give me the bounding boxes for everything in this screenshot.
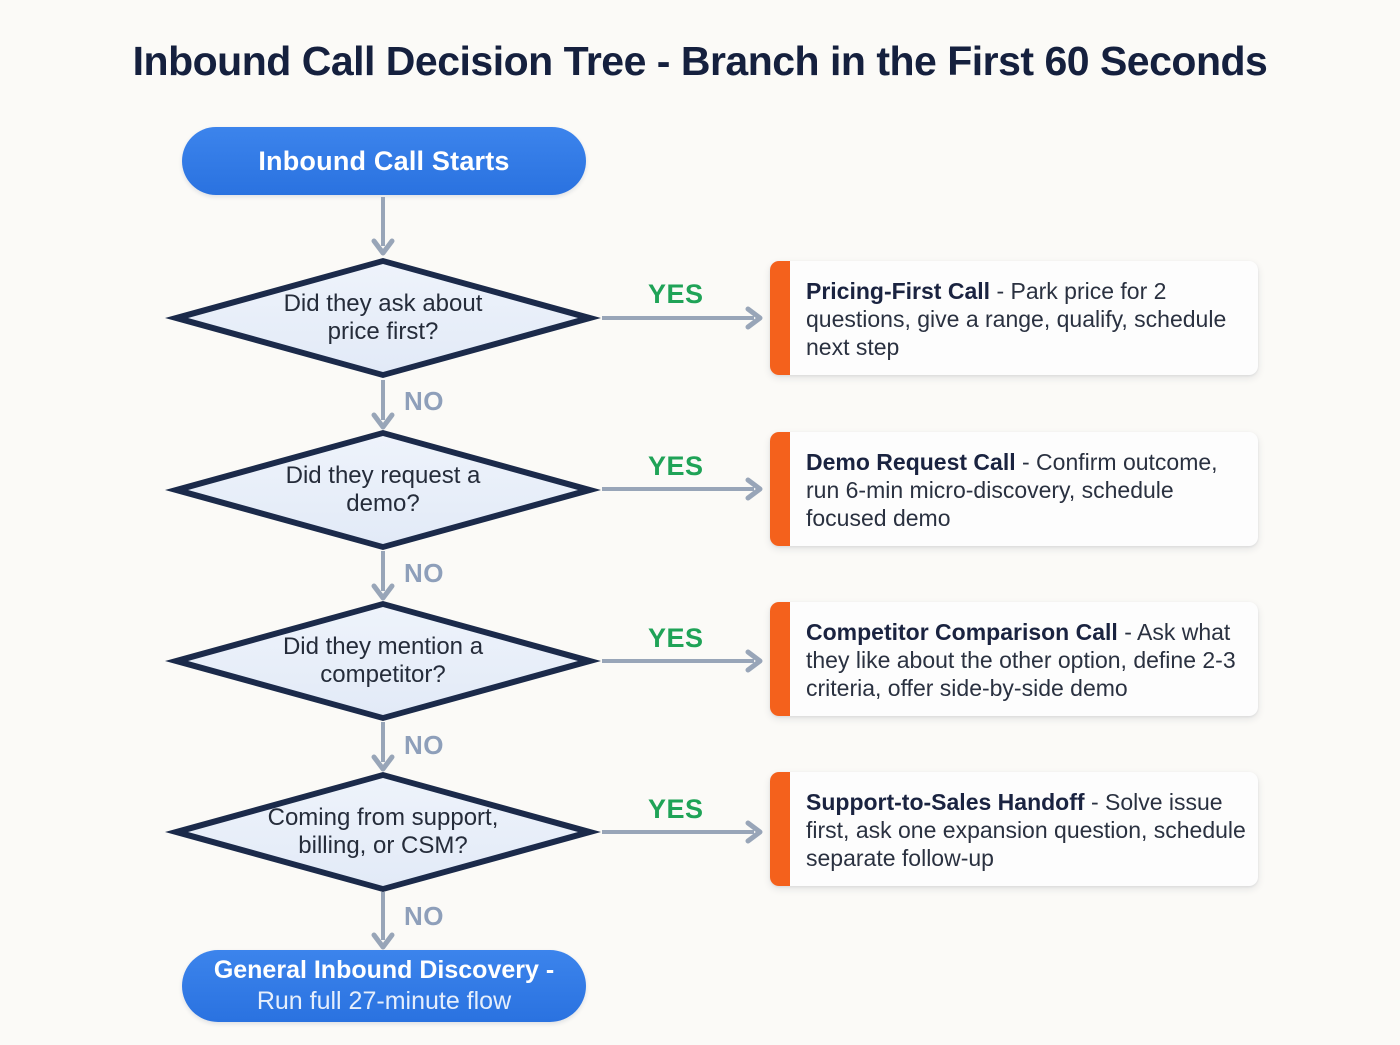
outcome-title: Competitor Comparison Call bbox=[806, 619, 1118, 645]
card-accent-bar bbox=[770, 772, 790, 886]
no-label-2: NO bbox=[404, 558, 444, 588]
outcome-card-support: Support-to-Sales Handoff - Solve issue f… bbox=[770, 772, 1258, 886]
decision-diamond-competitor: Did they mention a competitor? bbox=[165, 601, 601, 721]
no-label-4: NO bbox=[404, 901, 444, 931]
arrow-yes-q3-to-card3 bbox=[602, 649, 763, 673]
no-label-1: NO bbox=[404, 386, 444, 416]
card-text: Support-to-Sales Handoff - Solve issue f… bbox=[790, 772, 1258, 886]
outcome-title: Demo Request Call bbox=[806, 449, 1016, 475]
arrow-yes-q2-to-card2 bbox=[602, 477, 763, 501]
outcome-card-pricing: Pricing-First Call - Park price for 2 qu… bbox=[770, 261, 1258, 375]
arrow-no-q1-to-q2 bbox=[371, 380, 395, 430]
decision-question-text: Coming from support, billing, or CSM? bbox=[267, 804, 499, 859]
outcome-description: - Solve issue first, ask one expansion q… bbox=[806, 789, 1246, 871]
arrow-start-to-q1 bbox=[371, 197, 395, 256]
arrow-yes-q1-to-card1 bbox=[602, 306, 763, 330]
end-node-label-line2: Run full 27-minute flow bbox=[256, 987, 512, 1015]
card-accent-bar bbox=[770, 602, 790, 716]
outcome-description: - Park price for 2 questions, give a ran… bbox=[806, 278, 1227, 360]
arrow-no-q4-to-end bbox=[371, 892, 395, 950]
start-node: Inbound Call Starts bbox=[182, 127, 586, 195]
outcome-title: Pricing-First Call bbox=[806, 278, 991, 304]
outcome-card-competitor: Competitor Comparison Call - Ask what th… bbox=[770, 602, 1258, 716]
start-node-label: Inbound Call Starts bbox=[258, 145, 510, 176]
outcome-card-demo: Demo Request Call - Confirm outcome, run… bbox=[770, 432, 1258, 546]
card-text: Competitor Comparison Call - Ask what th… bbox=[790, 602, 1258, 716]
outcome-title: Support-to-Sales Handoff bbox=[806, 789, 1085, 815]
decision-question-text: Did they request a demo? bbox=[285, 462, 481, 517]
decision-question: Did they ask about price first? bbox=[165, 258, 601, 378]
end-node: General Inbound Discovery - Run full 27-… bbox=[182, 950, 586, 1022]
no-label-3: NO bbox=[404, 730, 444, 760]
arrow-no-q2-to-q3 bbox=[371, 551, 395, 601]
decision-diamond-demo: Did they request a demo? bbox=[165, 430, 601, 550]
page-title: Inbound Call Decision Tree - Branch in t… bbox=[132, 38, 1268, 84]
decision-question: Coming from support, billing, or CSM? bbox=[165, 772, 601, 892]
decision-diamond-price: Did they ask about price first? bbox=[165, 258, 601, 378]
yes-label-2: YES bbox=[648, 451, 704, 481]
arrow-no-q3-to-q4 bbox=[371, 722, 395, 772]
outcome-description: - Ask what they like about the other opt… bbox=[806, 619, 1236, 701]
outcome-description: - Confirm outcome, run 6-min micro-disco… bbox=[806, 449, 1218, 531]
card-text: Demo Request Call - Confirm outcome, run… bbox=[790, 432, 1258, 546]
decision-question: Did they mention a competitor? bbox=[165, 601, 601, 721]
yes-label-1: YES bbox=[648, 279, 704, 309]
card-text: Pricing-First Call - Park price for 2 qu… bbox=[790, 261, 1258, 375]
card-accent-bar bbox=[770, 261, 790, 375]
yes-label-4: YES bbox=[648, 794, 704, 824]
decision-question: Did they request a demo? bbox=[165, 430, 601, 550]
decision-question-text: Did they mention a competitor? bbox=[282, 633, 484, 688]
decision-diamond-support: Coming from support, billing, or CSM? bbox=[165, 772, 601, 892]
card-accent-bar bbox=[770, 432, 790, 546]
arrow-yes-q4-to-card4 bbox=[602, 820, 763, 844]
decision-question-text: Did they ask about price first? bbox=[283, 290, 483, 345]
end-node-label-line1: General Inbound Discovery - bbox=[213, 956, 555, 984]
yes-label-3: YES bbox=[648, 623, 704, 653]
